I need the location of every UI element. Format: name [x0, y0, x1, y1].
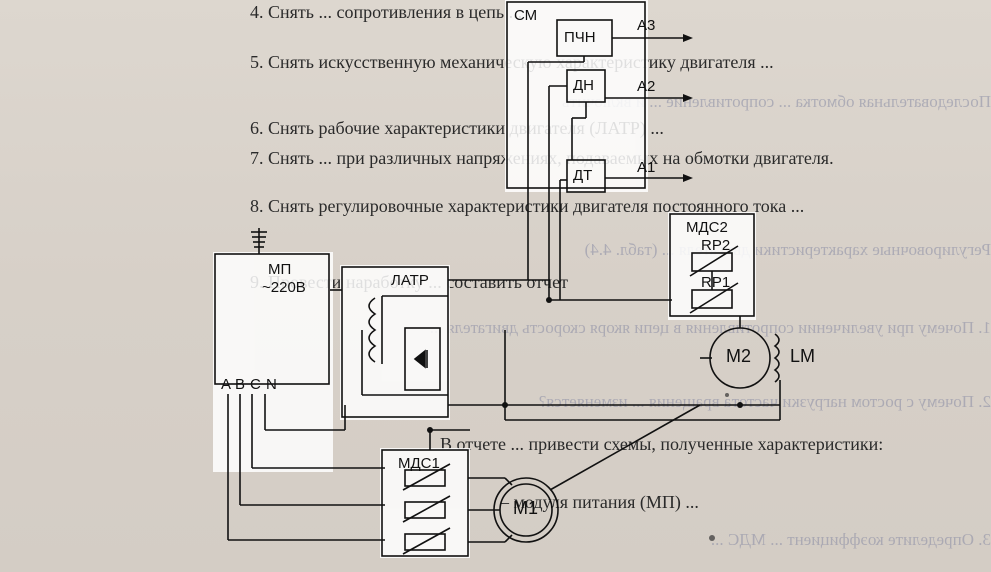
- m1-label: M1: [513, 498, 539, 518]
- mds2-block: [669, 213, 755, 317]
- m1-motor: [499, 483, 553, 537]
- phase-b-label: B: [235, 376, 246, 393]
- sm-block: [506, 1, 646, 189]
- mds1-label: МДС1: [398, 455, 440, 472]
- dt-box: [566, 159, 606, 193]
- a2-output-label: A2: [637, 78, 656, 95]
- phase-n-label: N: [266, 376, 277, 393]
- a1-output-label: A1: [637, 159, 656, 176]
- mds1-block: [381, 449, 469, 557]
- dn-label: ДН: [573, 77, 594, 94]
- pchn-label: ПЧН: [564, 29, 596, 46]
- rectifier-box: [404, 327, 441, 391]
- bg-text-line: 8. Снять регулировочные характеристики д…: [250, 196, 805, 216]
- bg-text-line: – модуля питания (МП) ...: [500, 492, 699, 512]
- dt-label: ДТ: [573, 167, 593, 184]
- bg-text-line: 4. Снять ... сопротивления в цепь ...: [250, 2, 523, 22]
- rp1-label: RP1: [701, 274, 731, 291]
- mds2-label: МДС2: [686, 219, 728, 236]
- lm-label: LM: [790, 346, 816, 366]
- phase-a-label: A: [221, 376, 232, 393]
- sm-label: СМ: [514, 7, 538, 24]
- a3-output-label: A3: [637, 17, 656, 34]
- mp-voltage-label: ~220В: [262, 279, 306, 296]
- phase-c-label: C: [250, 376, 261, 393]
- latr-label: ЛАТР: [391, 272, 429, 289]
- latr-block: [341, 266, 449, 418]
- mp-block: [214, 253, 330, 385]
- bg-text-line: В отчете ... привести схемы, полученные …: [440, 434, 884, 454]
- mp-title-label: МП: [268, 261, 292, 278]
- m2-label: M2: [726, 346, 752, 366]
- rp2-label: RP2: [701, 237, 731, 254]
